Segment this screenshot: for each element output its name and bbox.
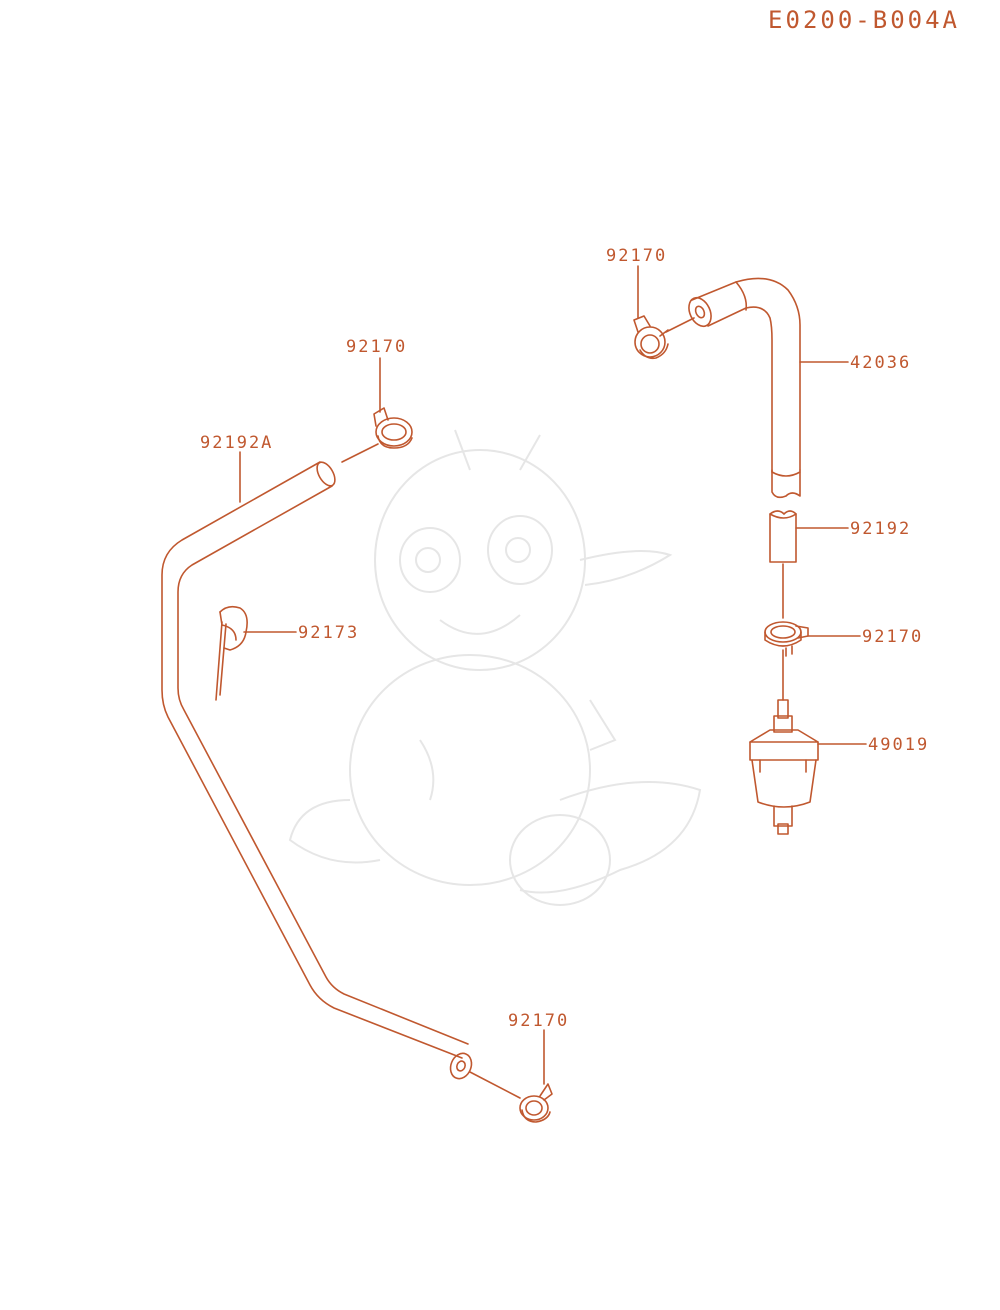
label-clamp-bottom[interactable]: 92170 (508, 1011, 569, 1031)
clamp-upper-left-92170 (373, 407, 413, 449)
hose-long-92192A (161, 461, 473, 1080)
label-fuel-filter[interactable]: 49019 (868, 735, 929, 755)
leader-clamp-to-hose (341, 443, 379, 463)
leader-clamp-to-elbow (665, 317, 695, 333)
fuel-filter-49019 (749, 699, 819, 835)
clamp-filter-92170 (764, 621, 809, 657)
clip-92173 (215, 605, 248, 701)
diagram-code: E0200-B004A (768, 6, 960, 34)
watermark-dragon-illustration (288, 429, 702, 906)
label-hose-elbow[interactable]: 42036 (850, 353, 911, 373)
hose-short-92192 (769, 510, 797, 563)
label-clamp-top-right[interactable]: 92170 (606, 246, 667, 266)
leader-hose-to-clamp-bottom (469, 1071, 521, 1099)
label-clamp-filter[interactable]: 92170 (862, 627, 923, 647)
clamp-bottom-92170 (519, 1083, 553, 1123)
clamp-top-right-92170 (633, 315, 669, 360)
label-clip[interactable]: 92173 (298, 623, 359, 643)
label-hose-short[interactable]: 92192 (850, 519, 911, 539)
label-hose-long[interactable]: 92192A (200, 433, 273, 453)
hose-elbow-42036 (688, 277, 801, 499)
label-clamp-upper-left[interactable]: 92170 (346, 337, 407, 357)
